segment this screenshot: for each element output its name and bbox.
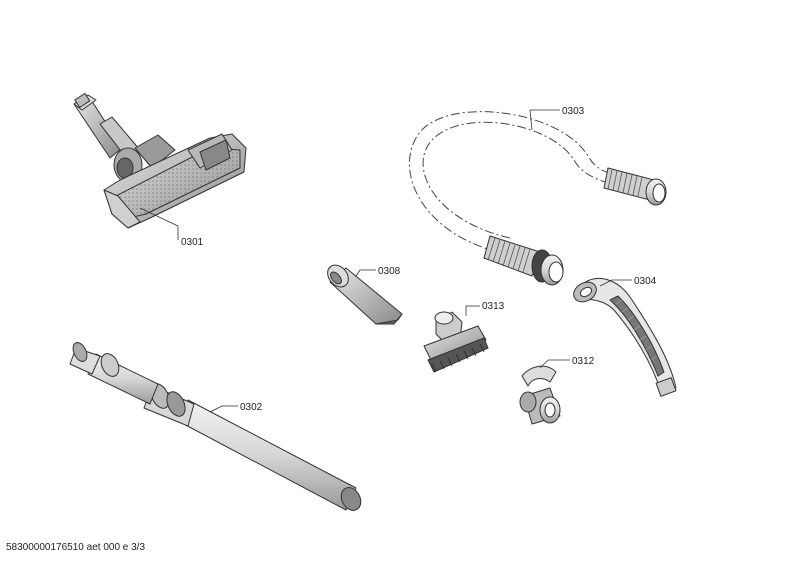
handle-drawing: 0304 <box>573 276 677 397</box>
telescopic-tube-drawing: 0302 <box>69 342 362 511</box>
drawing-footer-id: 58300000176510 aet 000 e 3/3 <box>6 542 146 553</box>
label-0303: 0303 <box>562 106 585 117</box>
dusting-brush-drawing: 0313 <box>423 301 505 373</box>
label-0304: 0304 <box>634 276 657 287</box>
label-0301: 0301 <box>181 237 204 248</box>
floor-nozzle-drawing: 0301 <box>73 92 247 248</box>
accessory-clip-drawing: 0312 <box>519 356 595 425</box>
label-0312: 0312 <box>572 356 595 367</box>
label-0302: 0302 <box>240 402 263 413</box>
label-0313: 0313 <box>482 301 505 312</box>
hose-drawing: 0303 <box>409 106 667 286</box>
crevice-tool-drawing: 0308 <box>327 264 403 325</box>
label-0308: 0308 <box>378 266 401 277</box>
